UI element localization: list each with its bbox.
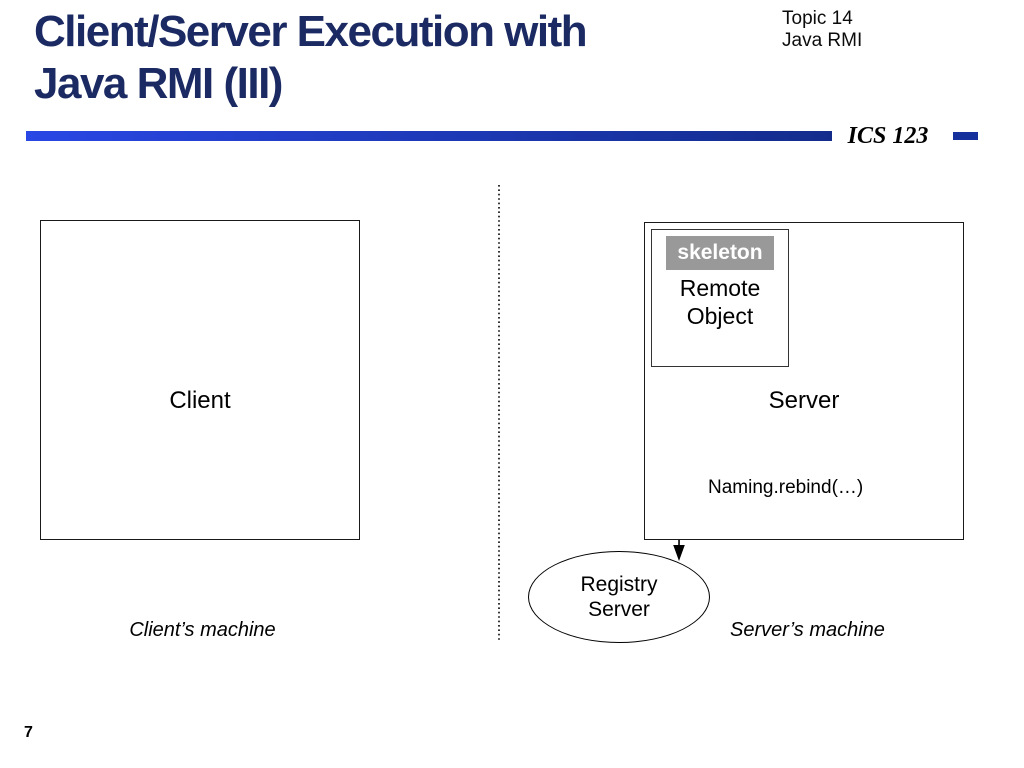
course-code-label: ICS 123 — [847, 123, 929, 149]
registry-server-label: Registry Server — [580, 572, 657, 622]
client-box-label: Client — [169, 387, 231, 414]
accent-bar — [26, 131, 832, 141]
rebind-arrow-head-down-icon — [673, 545, 685, 561]
topic-line2: Java RMI — [782, 30, 863, 51]
server-box-label: Server — [768, 387, 840, 414]
registry-line1: Registry — [580, 573, 658, 596]
client-machine-caption: Client’s machine — [129, 619, 276, 641]
accent-dash — [953, 132, 978, 140]
slide-title: Client/Server Execution with Java RMI (I… — [34, 6, 754, 110]
registry-line2: Server — [588, 598, 650, 621]
skeleton-tag: skeleton — [666, 236, 774, 270]
naming-rebind-label: Naming.rebind(…) — [708, 477, 864, 498]
slide-title-line1: Client/Server Execution with — [34, 7, 588, 56]
page-number: 7 — [24, 724, 33, 741]
slide-title-line2: Java RMI (III) — [34, 59, 283, 108]
registry-server-ellipse: Registry Server — [528, 551, 710, 643]
remote-object-line2: Object — [686, 303, 754, 329]
remote-object-line1: Remote — [679, 275, 761, 301]
server-machine-caption: Server’s machine — [730, 619, 885, 641]
topic-line1: Topic 14 — [782, 8, 853, 29]
remote-object-box: skeleton Remote Object — [651, 229, 789, 367]
client-box: Client — [40, 220, 360, 540]
topic-header: Topic 14 Java RMI — [782, 8, 862, 52]
remote-object-label: Remote Object — [652, 274, 788, 330]
